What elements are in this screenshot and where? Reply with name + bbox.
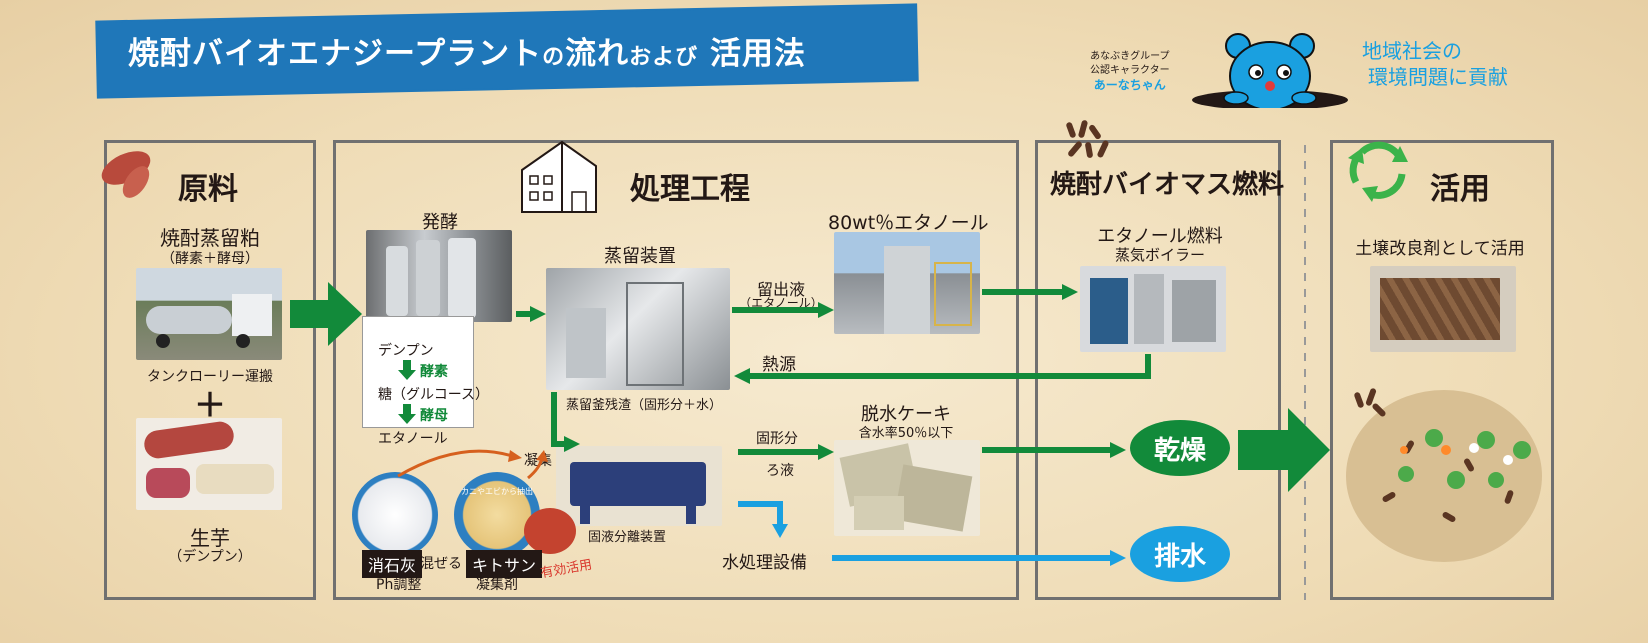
raw-item2-sub: （デンプン） (168, 549, 252, 565)
mascot-bear-icon (1192, 33, 1348, 108)
mascot-line1: あなぶきグループ (1090, 51, 1170, 62)
lime-powder-image (352, 472, 438, 558)
crab-label: カニやエビから抽出 (461, 487, 533, 496)
ethanol-tank-photo (834, 232, 980, 334)
slogan-line1: 地域社会の (1362, 39, 1462, 63)
title-part1: 焼酎バイオエナジープラント (128, 36, 543, 72)
mascot-caption: あなぶきグループ 公認キャラクター あーなちゃん (1090, 50, 1170, 92)
soil-plants-icon (1354, 388, 1531, 522)
plus-sign: ＋ (193, 386, 226, 424)
panel-fuel (1035, 140, 1281, 600)
mascot-slogan: 地域社会の 環境問題に貢献 (1362, 38, 1508, 90)
mix-label: 混ぜる (420, 556, 462, 572)
down-arrow-icon (398, 360, 416, 380)
down-arrow-icon-2 (398, 404, 416, 424)
title-part4: および (629, 45, 699, 70)
sweet-potato-icon (101, 151, 151, 198)
truck-photo (136, 268, 282, 360)
mascot-name: あーなちゃん (1093, 78, 1166, 92)
boiler-photo (1080, 266, 1226, 352)
raw-title: 原料 (178, 172, 238, 207)
panel-use (1330, 140, 1554, 600)
use-title: 活用 (1430, 172, 1490, 207)
slogan-line2: 環境問題に貢献 (1368, 65, 1508, 89)
arrow-lime-to-coag (397, 449, 513, 478)
separator-photo (556, 446, 722, 526)
lime-tag: 消石灰 (362, 550, 423, 578)
ethanol-fuel-label: エタノール燃料 (1097, 226, 1223, 247)
arrow-filtrate-to-water (738, 501, 783, 526)
title-part5: 活用法 (709, 36, 806, 72)
arrowhead-residue (564, 436, 580, 452)
arrow-chitosan-to-coag (527, 457, 544, 480)
biomass-pellets-icon (1066, 120, 1109, 158)
arrow-residue-to-separator (551, 392, 566, 447)
soil-label: 土壌改良剤として活用 (1355, 239, 1525, 259)
cake-photo (834, 440, 980, 536)
big-arrow-dry-to-use (1238, 408, 1330, 492)
fermentation-tanks-photo (366, 230, 512, 322)
page-title: 焼酎バイオエナジープラントの流れおよび 活用法 (128, 28, 806, 73)
arrow-heat-return (748, 354, 1151, 379)
cake-sub-label: 含水率50％以下 (858, 426, 954, 441)
sweet-potato-photo (136, 418, 282, 510)
drain-oval: 排水 (1130, 526, 1230, 582)
separator-label: 固液分離装置 (588, 530, 667, 545)
panel-process (333, 140, 1019, 600)
arrowhead-ferment (530, 306, 546, 322)
solids-label: 固形分 (756, 431, 798, 447)
fuel-title: 焼酎バイオマス燃料 (1050, 170, 1285, 200)
mascot-line2: 公認キャラクター (1090, 65, 1170, 76)
arrowhead-distillate (818, 302, 834, 318)
distiller-photo (546, 268, 730, 390)
dry-oval: 乾燥 (1130, 420, 1230, 476)
arrowhead-filtrate (772, 524, 788, 538)
chitosan-image (454, 472, 540, 558)
filtrate-label: ろ液 (766, 463, 794, 479)
panel-raw (104, 140, 316, 600)
sugar-label: 糖（グルコース） (378, 387, 490, 403)
arrowhead-dry (1110, 442, 1126, 458)
raw-item1: 焼酎蒸留粕 (160, 226, 260, 250)
residue-label: 蒸留釜残渣（固形分＋水） (566, 398, 723, 413)
ethanol-label: エタノール (378, 431, 448, 447)
chitosan-tag: キトサン (466, 550, 543, 578)
ph-label: Ph調整 (376, 577, 422, 593)
crab-shell-image (524, 508, 576, 554)
fermentation-steps-box (362, 316, 474, 428)
pellets-photo (1370, 266, 1516, 352)
cake-label: 脱水ケーキ (861, 404, 951, 425)
arrowhead-solids (818, 444, 834, 460)
soil-illustration (1346, 390, 1542, 562)
factory-building-icon (521, 140, 597, 213)
title-part2: の (542, 45, 566, 70)
recycle-icon (1348, 141, 1408, 202)
water-label: 水処理設備 (722, 553, 807, 573)
starch-label: デンプン (378, 343, 434, 359)
coagulant-label: 凝集剤 (476, 577, 518, 593)
dashed-divider (1304, 145, 1306, 600)
process-title: 処理工程 (630, 172, 750, 207)
distillate-label: 留出液 (756, 280, 805, 299)
raw-item1-sub: （酵素＋酵母） (161, 251, 259, 267)
fermentation-label: 発酵 (422, 212, 458, 233)
arrowhead-heat (734, 368, 750, 384)
distiller-label: 蒸留装置 (604, 246, 676, 267)
yeast-label: 酵母 (420, 408, 448, 424)
arrowhead-drain (1110, 550, 1126, 566)
ethanol80-label: 80wt％エタノール (828, 212, 989, 234)
big-arrow-raw-to-process (290, 282, 362, 346)
arrowhead-boiler (1062, 284, 1078, 300)
enzyme-label: 酵素 (420, 364, 448, 380)
distillate-sub-label: （エタノール） (739, 296, 823, 310)
raw-truck-label: タンクローリー運搬 (147, 369, 273, 385)
arrowhead-chitosan (536, 450, 548, 462)
heat-label: 熱源 (762, 355, 796, 375)
raw-item2: 生芋 (190, 526, 230, 550)
arrowhead-lime (508, 450, 522, 462)
title-part3: 流れ (565, 36, 630, 72)
boiler-label: 蒸気ボイラー (1114, 246, 1205, 264)
